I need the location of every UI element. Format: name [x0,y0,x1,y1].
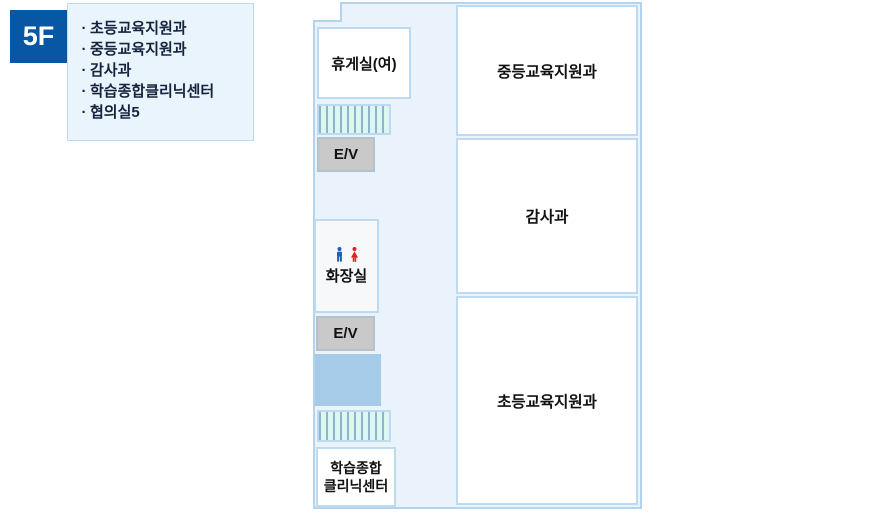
elevator-top: E/V [317,137,375,172]
legend-bullet: · [81,83,87,100]
legend-item: ·협의실5 [78,102,253,123]
room-label: 감사과 [525,209,569,226]
stairs-top-icon [317,104,391,135]
man-icon [336,246,342,262]
elevator-bottom: E/V [316,316,375,351]
legend-item: ·감사과 [78,60,253,81]
woman-icon [350,246,358,262]
room-secondary-education-support: 중등교육지원과 [456,5,638,136]
toilet-room: 화장실 [314,219,379,313]
legend-item-label: 중등교육지원과 [90,41,187,58]
rest-room-label: 휴게실(여) [331,55,397,73]
room-audit-division: 감사과 [456,138,638,294]
room-label: 초등교육지원과 [497,393,597,411]
legend-item-label: 학습종합클리닉센터 [90,83,215,100]
legend-item-label: 초등교육지원과 [90,20,187,37]
elevator-bottom-label: E/V [333,325,358,342]
legend-item: ·초등교육지원과 [78,18,253,39]
legend-item-label: 감사과 [90,62,132,79]
legend-bullet: · [81,20,87,37]
legend-bullet: · [81,104,87,121]
restroom-icons [334,246,360,262]
clinic-label-line2: 클리닉센터 [323,478,389,494]
legend-bullet: · [81,41,87,58]
unlabeled-blue-area [315,354,381,406]
room-elementary-education-support: 초등교육지원과 [456,296,638,505]
legend-box: ·초등교육지원과 ·중등교육지원과 ·감사과 ·학습종합클리닉센터 ·협의실5 [67,3,254,141]
stairs-bottom-icon [317,410,391,442]
room-label: 중등교육지원과 [497,63,597,81]
legend-item: ·중등교육지원과 [78,39,253,60]
legend-item: ·학습종합클리닉센터 [78,81,253,102]
floor-badge: 5F [10,10,67,63]
legend-bullet: · [81,62,87,79]
learning-clinic-center-room: 학습종합 클리닉센터 [316,447,396,507]
legend-item-label: 협의실5 [90,104,140,121]
elevator-top-label: E/V [333,146,359,163]
floorplan-step-border [313,20,342,22]
toilet-label: 화장실 [325,267,368,285]
rest-room-women: 휴게실(여) [317,27,411,99]
clinic-label-line1: 학습종합 [330,459,382,476]
